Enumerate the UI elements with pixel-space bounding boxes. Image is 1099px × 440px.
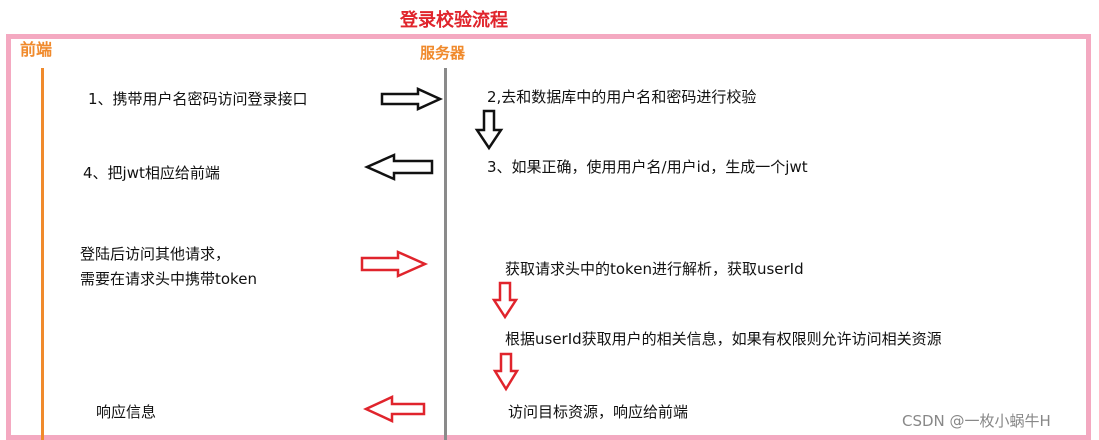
step-3-text: 3、如果正确，使用用户名/用户id，生成一个jwt [487, 158, 808, 176]
arrow-right-black [380, 87, 444, 111]
step-4-text: 4、把jwt相应给前端 [83, 164, 220, 182]
arrow-down-red-2 [492, 352, 520, 392]
step-2-text: 2,去和数据库中的用户名和密码进行校验 [487, 88, 757, 106]
parse-token-text: 获取请求头中的token进行解析，获取userId [505, 260, 804, 278]
arrow-left-red [363, 395, 426, 423]
request-text-line-1: 登陆后访问其他请求， [80, 245, 231, 263]
access-resource-text: 访问目标资源，响应给前端 [508, 403, 689, 421]
request-text-line-2: 需要在请求头中携带token [80, 270, 257, 288]
arrow-down-black [474, 109, 504, 151]
diagram-title: 登录校验流程 [400, 10, 508, 31]
arrow-right-red [360, 250, 429, 278]
server-label: 服务器 [420, 44, 466, 62]
diagram-frame [6, 34, 1091, 440]
authorize-text: 根据userId获取用户的相关信息，如果有权限则允许访问相关资源 [505, 330, 942, 348]
frontend-lifeline [41, 68, 44, 440]
step-1-text: 1、携带用户名密码访问登录接口 [88, 90, 308, 108]
frontend-label: 前端 [20, 40, 53, 59]
arrow-down-red-1 [491, 281, 519, 320]
response-text: 响应信息 [96, 403, 157, 421]
arrow-left-black [363, 153, 434, 181]
server-lifeline [444, 68, 447, 440]
watermark: CSDN @一枚小蜗牛H [902, 412, 1051, 430]
